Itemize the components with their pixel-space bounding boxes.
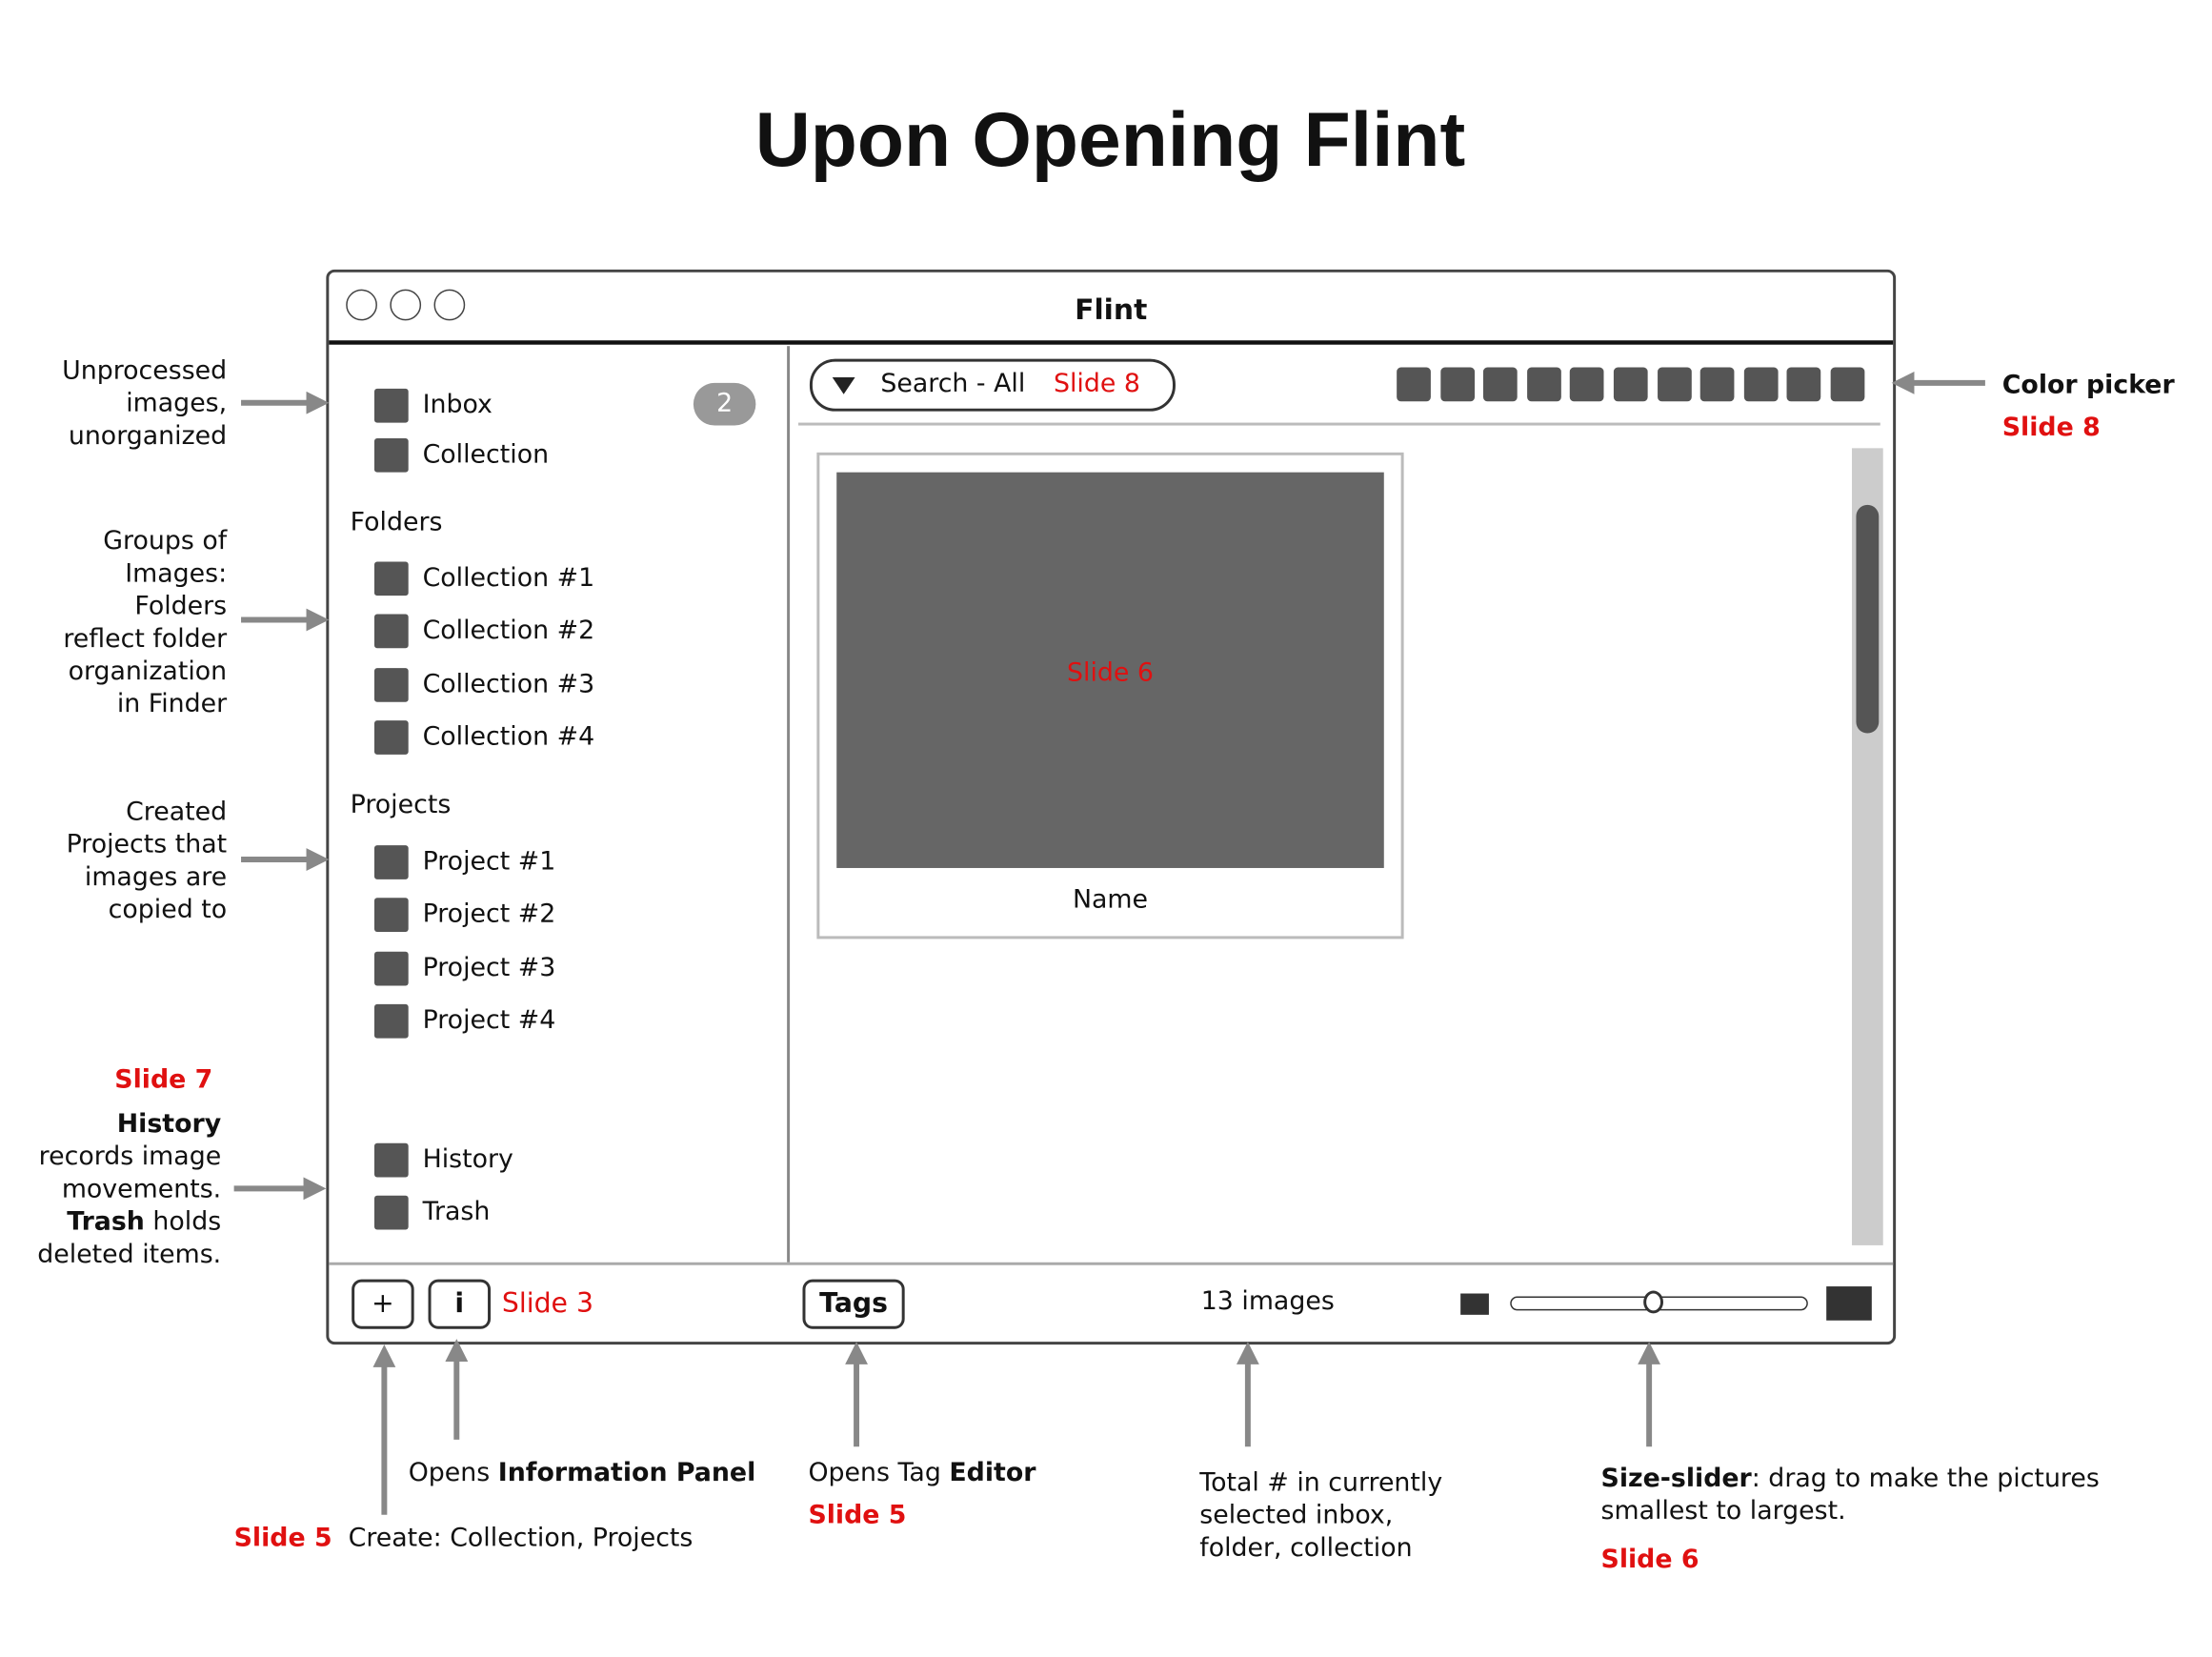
info-button[interactable]: i bbox=[428, 1279, 492, 1329]
folder-icon bbox=[373, 561, 409, 596]
large-size-icon bbox=[1826, 1286, 1872, 1321]
page-title: Upon Opening Flint bbox=[754, 97, 1466, 184]
tags-button[interactable]: Tags bbox=[802, 1279, 905, 1329]
sidebar-divider bbox=[787, 346, 791, 1263]
sidebar-item-label: Project #1 bbox=[422, 846, 556, 877]
color-swatch[interactable] bbox=[1483, 367, 1518, 402]
folder-icon bbox=[373, 668, 409, 702]
size-slider-knob[interactable] bbox=[1642, 1290, 1663, 1314]
sidebar-item-label: Inbox bbox=[422, 390, 493, 420]
sidebar-item-label: Collection #2 bbox=[422, 616, 595, 646]
toolbar-divider bbox=[798, 422, 1880, 426]
sidebar-item-label: Project #2 bbox=[422, 899, 556, 929]
sidebar-item-label: History bbox=[422, 1144, 513, 1175]
slide-reference: Slide 3 bbox=[501, 1287, 593, 1320]
inbox-count-badge: 2 bbox=[693, 382, 756, 426]
annotation-info: Opens Information Panel bbox=[408, 1458, 756, 1488]
color-swatch[interactable] bbox=[1570, 367, 1605, 402]
image-count: 13 images bbox=[1200, 1286, 1335, 1317]
project-icon bbox=[373, 1003, 409, 1039]
close-window-button[interactable] bbox=[346, 289, 377, 321]
small-size-icon bbox=[1460, 1293, 1489, 1315]
color-swatch[interactable] bbox=[1613, 367, 1648, 402]
slide-reference: Slide 6 bbox=[1067, 657, 1154, 688]
zoom-window-button[interactable] bbox=[433, 289, 466, 321]
minimize-window-button[interactable] bbox=[390, 289, 422, 321]
sidebar-item-label: Trash bbox=[422, 1197, 491, 1227]
inbox-icon bbox=[373, 388, 409, 423]
scrollbar[interactable] bbox=[1851, 448, 1883, 1245]
projects-header: Projects bbox=[350, 790, 452, 820]
slide-reference: Slide 6 bbox=[1600, 1544, 1699, 1575]
color-swatch[interactable] bbox=[1439, 367, 1475, 402]
folder-icon bbox=[373, 720, 409, 755]
annotation-history: Slide 7 History records image movements.… bbox=[37, 1064, 222, 1270]
sidebar-item-label: Collection #4 bbox=[422, 721, 595, 752]
image-preview: Slide 6 bbox=[836, 472, 1384, 868]
app-window: Flint Inbox 2 Collection Folders Collect… bbox=[326, 269, 1897, 1345]
color-swatch[interactable] bbox=[1787, 367, 1821, 402]
sidebar-item-label: Collection #1 bbox=[422, 562, 595, 594]
sidebar-item-label: Project #3 bbox=[422, 953, 556, 983]
slide-reference: Slide 8 bbox=[2001, 413, 2101, 443]
annotation-size-slider: Size-slider: drag to make the pictures s… bbox=[1600, 1464, 2100, 1526]
project-icon bbox=[373, 898, 409, 932]
sidebar-item-label: Collection #3 bbox=[422, 669, 595, 699]
slide-reference: Slide 5 bbox=[808, 1500, 907, 1531]
search-label: Search - All bbox=[880, 369, 1026, 399]
folder-icon bbox=[373, 614, 409, 649]
color-swatch[interactable] bbox=[1699, 367, 1735, 402]
trash-icon bbox=[373, 1195, 409, 1230]
color-swatch[interactable] bbox=[1526, 367, 1561, 402]
annotation-tags: Opens Tag Editor bbox=[808, 1458, 1036, 1488]
collection-icon bbox=[373, 437, 409, 473]
bottom-bar-divider bbox=[329, 1262, 1894, 1265]
add-button[interactable]: + bbox=[352, 1279, 414, 1329]
project-icon bbox=[373, 845, 409, 879]
search-scope-dropdown[interactable]: Search - All Slide 8 bbox=[809, 358, 1176, 412]
scrollbar-thumb[interactable] bbox=[1856, 504, 1880, 734]
sidebar-item-label: Collection bbox=[422, 439, 550, 470]
color-swatch[interactable] bbox=[1397, 367, 1431, 402]
annotation-create: Slide 5 Create: Collection, Projects bbox=[233, 1523, 694, 1553]
dropdown-triangle-icon bbox=[832, 376, 855, 394]
folders-header: Folders bbox=[350, 507, 443, 538]
slide-reference: Slide 8 bbox=[1053, 369, 1140, 399]
history-icon bbox=[373, 1142, 409, 1178]
color-swatch[interactable] bbox=[1657, 367, 1692, 402]
project-icon bbox=[373, 951, 409, 986]
window-title: Flint bbox=[1075, 292, 1148, 327]
image-name: Name bbox=[1072, 884, 1149, 916]
sidebar-item-label: Project #4 bbox=[422, 1005, 556, 1036]
color-swatch[interactable] bbox=[1743, 367, 1779, 402]
image-thumbnail[interactable]: Slide 6 Name bbox=[816, 452, 1404, 940]
annotation-color-picker: Color picker bbox=[2001, 370, 2175, 400]
color-swatch[interactable] bbox=[1830, 367, 1865, 402]
titlebar-divider bbox=[329, 340, 1894, 345]
